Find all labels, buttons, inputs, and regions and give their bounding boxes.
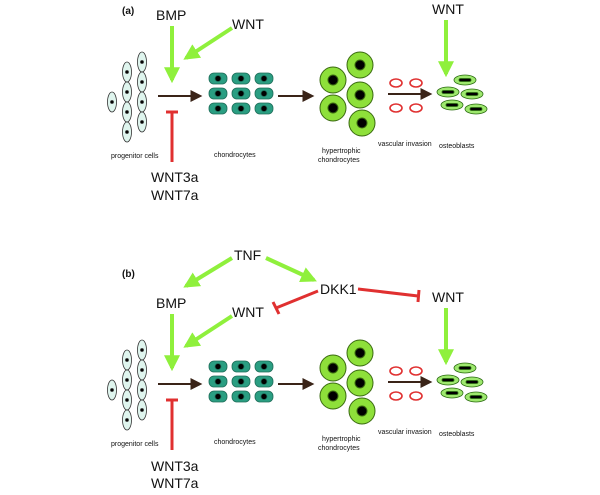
panel-a: (a) BMP WNT WNT WNT3a WNT7a proge xyxy=(107,1,488,203)
osteoblasts xyxy=(436,362,488,403)
inhibitor-label-wnt3a: WNT3a xyxy=(151,458,199,474)
activation-arrow xyxy=(183,314,234,348)
stage-label-vascular: vascular invasion xyxy=(378,429,432,436)
chondrocytes xyxy=(208,360,274,403)
inhibition-line xyxy=(275,289,319,310)
stage-label-hypertrophic: hypertrophic xyxy=(322,148,361,155)
panel-a-label: (a) xyxy=(122,6,134,17)
progenitor-cells xyxy=(107,51,147,143)
stage-label-progenitor: progenitor cells xyxy=(111,153,159,160)
tnf-label: TNF xyxy=(234,247,261,263)
stage-label-chondrocytes: chondrocytes xyxy=(214,439,256,446)
stage-label-chondrocytes: chondrocytes xyxy=(214,152,256,159)
wnt-label: WNT xyxy=(432,1,464,17)
activation-arrow xyxy=(183,256,234,288)
inhibition-bar xyxy=(271,301,281,315)
osteoblasts xyxy=(436,74,488,115)
stage-label-progenitor: progenitor cells xyxy=(111,441,159,448)
vascular-invasion-rings xyxy=(389,366,423,401)
hypertrophic-chondrocytes xyxy=(319,51,376,137)
stage-label-hypertrophic: hypertrophic xyxy=(322,436,361,443)
inhibition-line xyxy=(357,287,419,298)
stage-label-hypertrophic: chondrocytes xyxy=(318,445,360,452)
inhibition-bar xyxy=(416,289,421,303)
stage-label-vascular: vascular invasion xyxy=(378,141,432,148)
inhibitor-label-wnt7a: WNT7a xyxy=(151,475,199,490)
progenitor-cells xyxy=(107,339,147,431)
wnt-label: WNT xyxy=(432,289,464,305)
bmp-label: BMP xyxy=(156,7,186,23)
inhibitor-label-wnt7a: WNT7a xyxy=(151,187,199,203)
stage-label-osteoblasts: osteoblasts xyxy=(439,431,475,438)
dkk1-label: DKK1 xyxy=(320,281,357,297)
stage-label-osteoblasts: osteoblasts xyxy=(439,143,475,150)
inhibitor-label-wnt3a: WNT3a xyxy=(151,169,199,185)
panel-b-label: (b) xyxy=(122,269,135,280)
chondrocytes xyxy=(208,72,274,115)
activation-arrow xyxy=(265,256,317,282)
wnt-label: WNT xyxy=(232,16,264,32)
hypertrophic-chondrocytes xyxy=(319,339,376,425)
bmp-label: BMP xyxy=(156,295,186,311)
wnt-label: WNT xyxy=(232,304,264,320)
panel-b: (b) TNF BMP DKK1 WNT WNT WNT3a WNT7a xyxy=(107,247,488,491)
stage-label-hypertrophic: chondrocytes xyxy=(318,157,360,164)
activation-arrow xyxy=(183,26,234,60)
vascular-invasion-rings xyxy=(389,78,423,113)
